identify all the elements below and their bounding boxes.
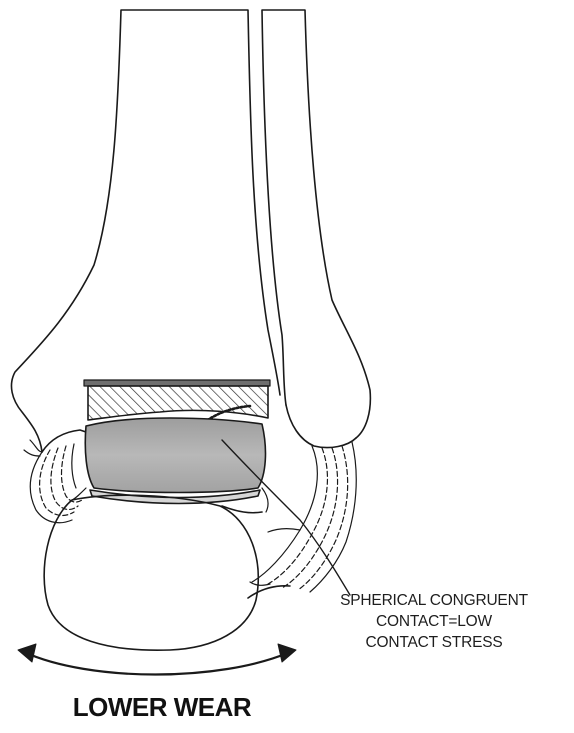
annotation-line-3: CONTACT STRESS bbox=[296, 632, 572, 653]
annotation-line-1: SPHERICAL CONGRUENT bbox=[296, 590, 572, 611]
lower-wear-caption: LOWER WEAR bbox=[12, 692, 312, 722]
fibula-outline bbox=[262, 10, 370, 438]
tibial-component bbox=[88, 386, 268, 420]
talus bbox=[44, 495, 258, 650]
lateral-ligament bbox=[250, 442, 356, 592]
medial-ligament bbox=[24, 440, 82, 523]
medial-malleolus bbox=[42, 430, 86, 452]
tibial-plate bbox=[84, 380, 270, 386]
arrow-head-left bbox=[18, 644, 36, 662]
fibula-tip bbox=[286, 405, 356, 448]
bearing bbox=[85, 418, 265, 493]
contact-stress-annotation: SPHERICAL CONGRUENT CONTACT=LOW CONTACT … bbox=[296, 590, 572, 653]
annotation-line-2: CONTACT=LOW bbox=[296, 611, 572, 632]
motion-arrow bbox=[24, 652, 290, 675]
arrow-head-right bbox=[278, 644, 296, 662]
